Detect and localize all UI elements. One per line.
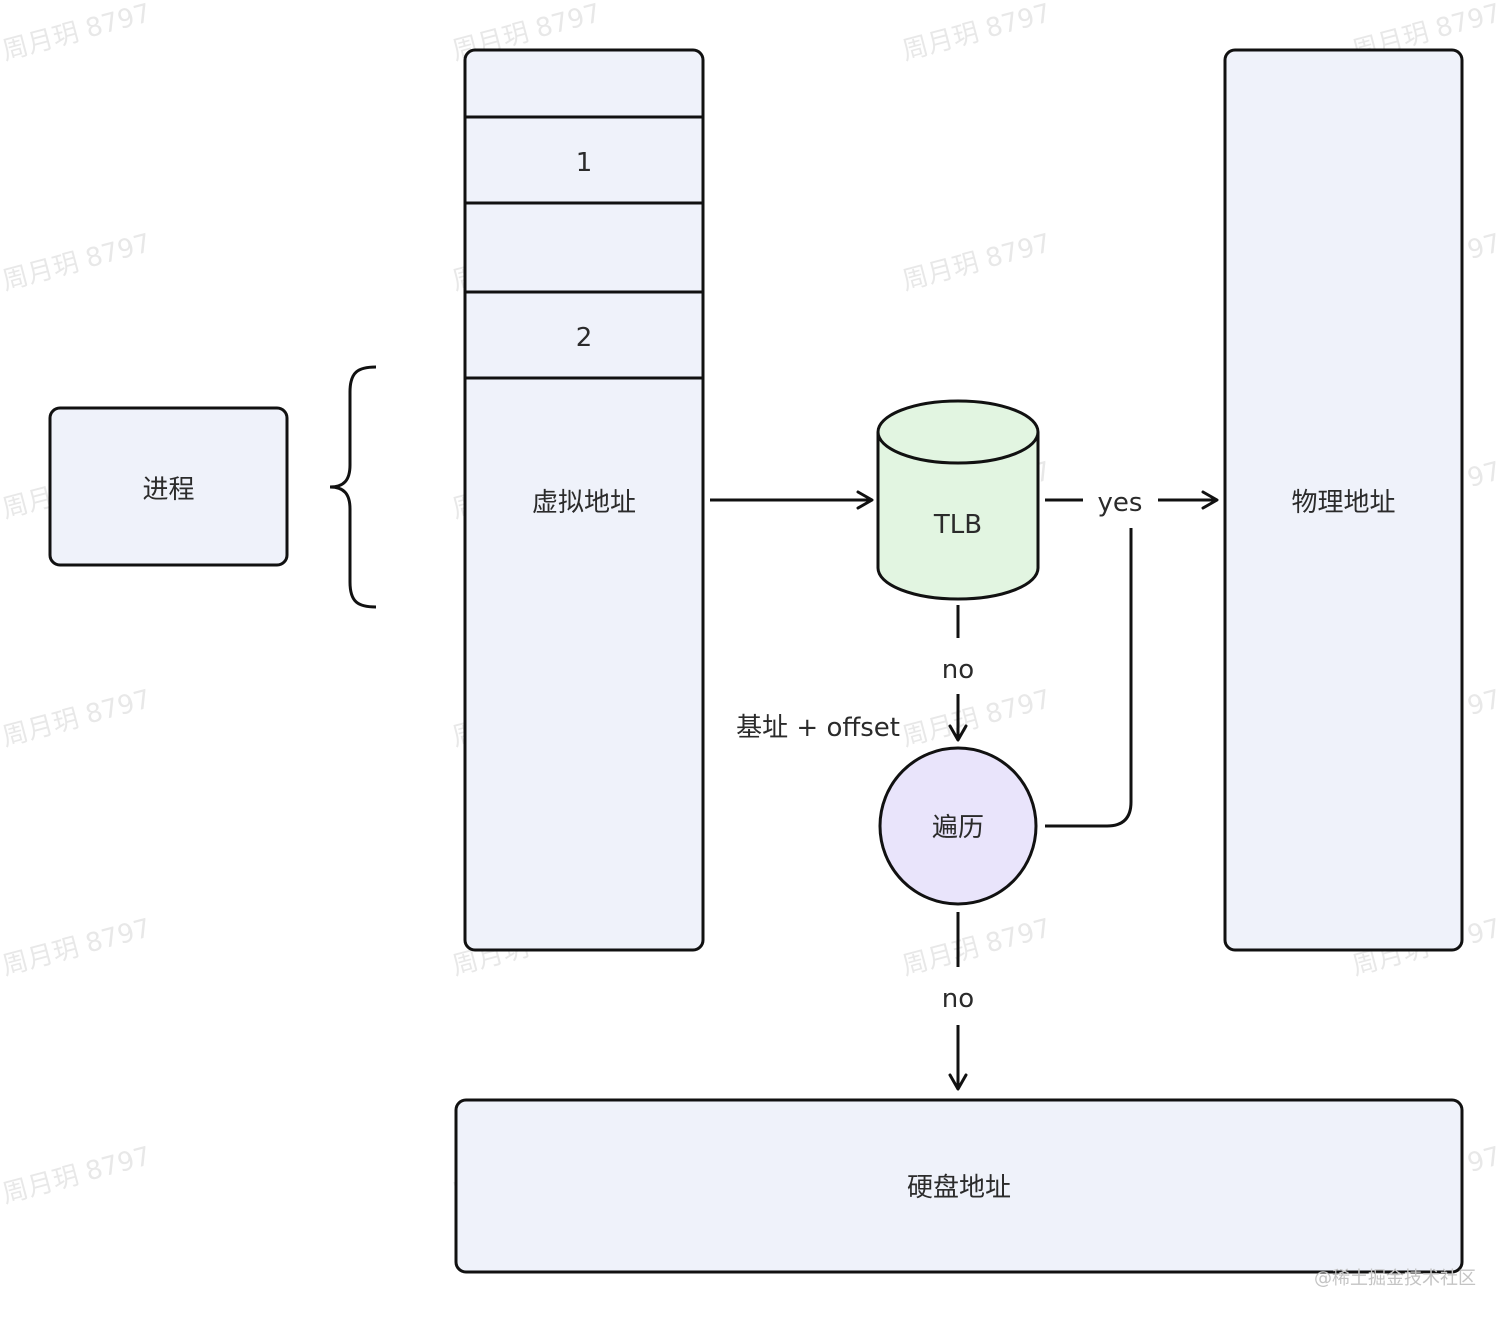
disk-address-label: 硬盘地址 (907, 1173, 1011, 1203)
tlb-node: TLB (876, 399, 1040, 601)
watermark-text: 周月玥 8797 (0, 0, 154, 67)
tlb-label: TLB (933, 510, 982, 540)
footer-credit: @稀土掘金技术社区 (1314, 1268, 1476, 1289)
physical-address-node: 物理地址 (1223, 48, 1464, 952)
watermark-text: 周月玥 8797 (899, 684, 1054, 752)
page-2-label: 2 (576, 323, 593, 353)
virtual-address-node: 1 2 虚拟地址 (463, 48, 705, 952)
watermark-text: 周月玥 8797 (0, 913, 154, 981)
traverse-label: 遍历 (932, 813, 984, 843)
watermark-text: 周月玥 8797 (899, 228, 1054, 296)
traverse-node: 遍历 (878, 746, 1038, 906)
watermark-text: 周月玥 8797 (899, 913, 1054, 981)
yes-label: yes (1098, 488, 1143, 518)
watermark-text: 周月玥 8797 (899, 0, 1054, 67)
virtual-address-label: 虚拟地址 (532, 488, 636, 518)
watermark-text: 周月玥 8797 (0, 684, 154, 752)
line-traverse-to-yes (1045, 528, 1133, 828)
process-node: 进程 (48, 406, 289, 567)
base-offset-label: 基址 + offset (736, 713, 900, 743)
watermark-text: 周月玥 8797 (0, 1141, 154, 1209)
watermark-text: 周月玥 8797 (0, 228, 154, 296)
physical-address-label: 物理地址 (1291, 488, 1395, 518)
page-1-label: 1 (576, 148, 593, 178)
tlb-no-label: no (942, 655, 974, 685)
curly-brace (329, 365, 377, 609)
disk-address-node: 硬盘地址 (454, 1098, 1464, 1274)
traverse-no-label: no (942, 984, 974, 1014)
process-label: 进程 (142, 475, 194, 505)
